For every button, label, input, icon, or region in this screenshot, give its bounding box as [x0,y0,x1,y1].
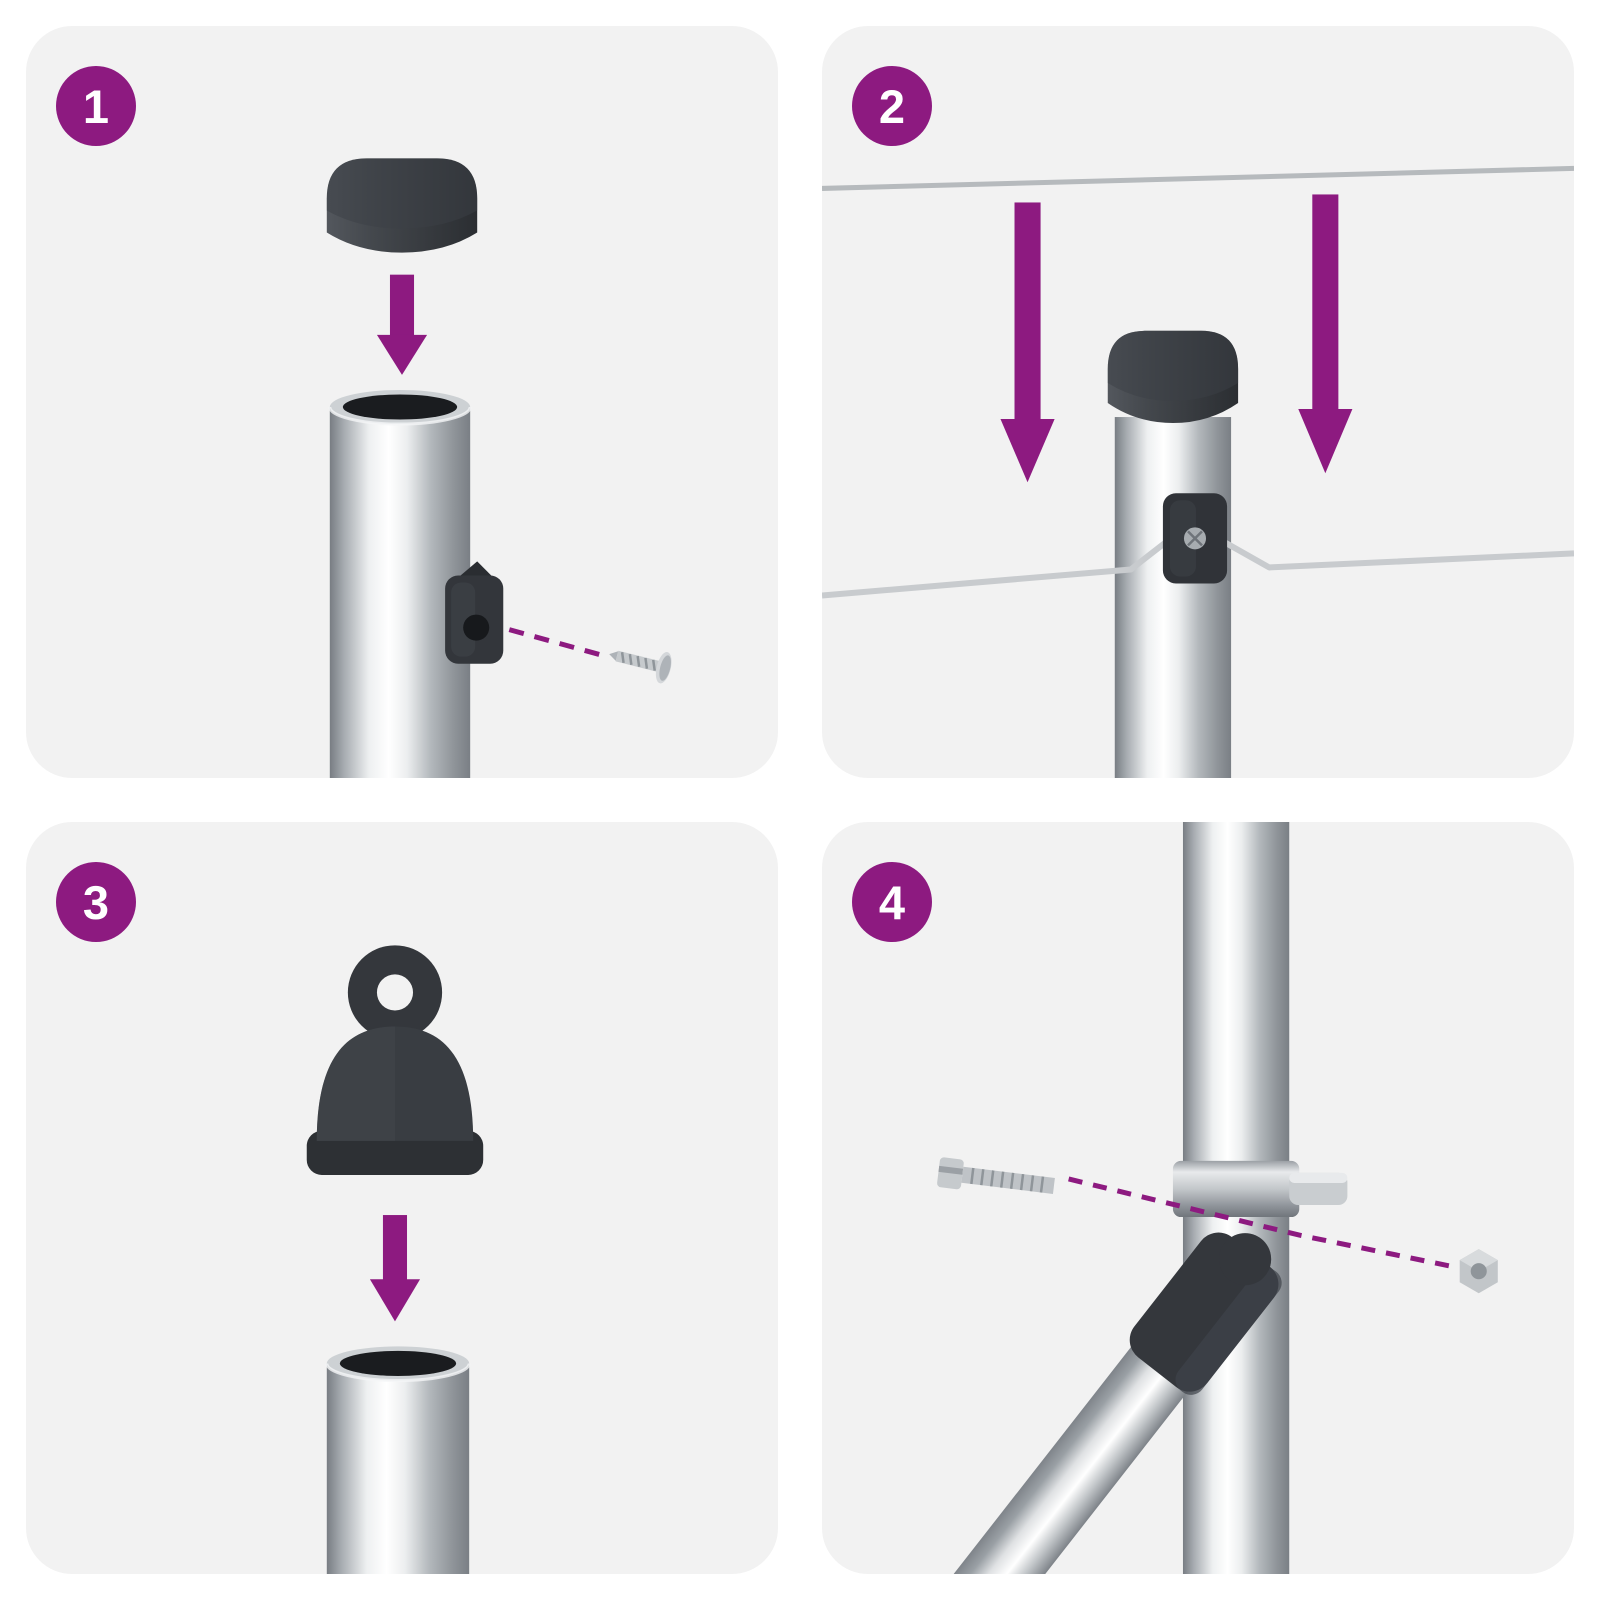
step-1-illustration [326,158,672,778]
brace-elbow [1129,1232,1282,1395]
step-4-panel: 4 [822,822,1574,1574]
step-4-badge: 4 [852,862,932,942]
step-1-badge: 1 [56,66,136,146]
bolt-icon [937,1157,1055,1194]
nut-icon [1459,1249,1498,1294]
wire-clip [445,561,504,664]
down-arrow-right-icon [1298,194,1353,474]
bolt-guide-dashed-line [1068,1176,1457,1270]
step-2-illustration [822,165,1574,778]
step-2-panel: 2 [822,26,1574,778]
step-2-badge: 2 [852,66,932,146]
eyelet-cap [306,945,484,1175]
down-arrow-left-icon [1000,202,1055,483]
down-arrow-icon [369,1215,421,1322]
clamp-bracket [1172,1160,1348,1218]
step-4-illustration [918,822,1498,1574]
capped-post [1107,330,1239,778]
metal-post [325,1346,471,1574]
step-3-panel: 3 [26,822,778,1574]
tension-wire-top [822,165,1574,191]
wire-clip [1162,493,1228,584]
post-cap [326,158,478,253]
down-arrow-icon [376,274,428,375]
step-3-badge: 3 [56,862,136,942]
screw-icon [609,650,672,684]
step-1-panel: 1 [26,26,778,778]
screw-guide-dashed-line [508,627,605,659]
step-3-illustration [306,945,484,1574]
